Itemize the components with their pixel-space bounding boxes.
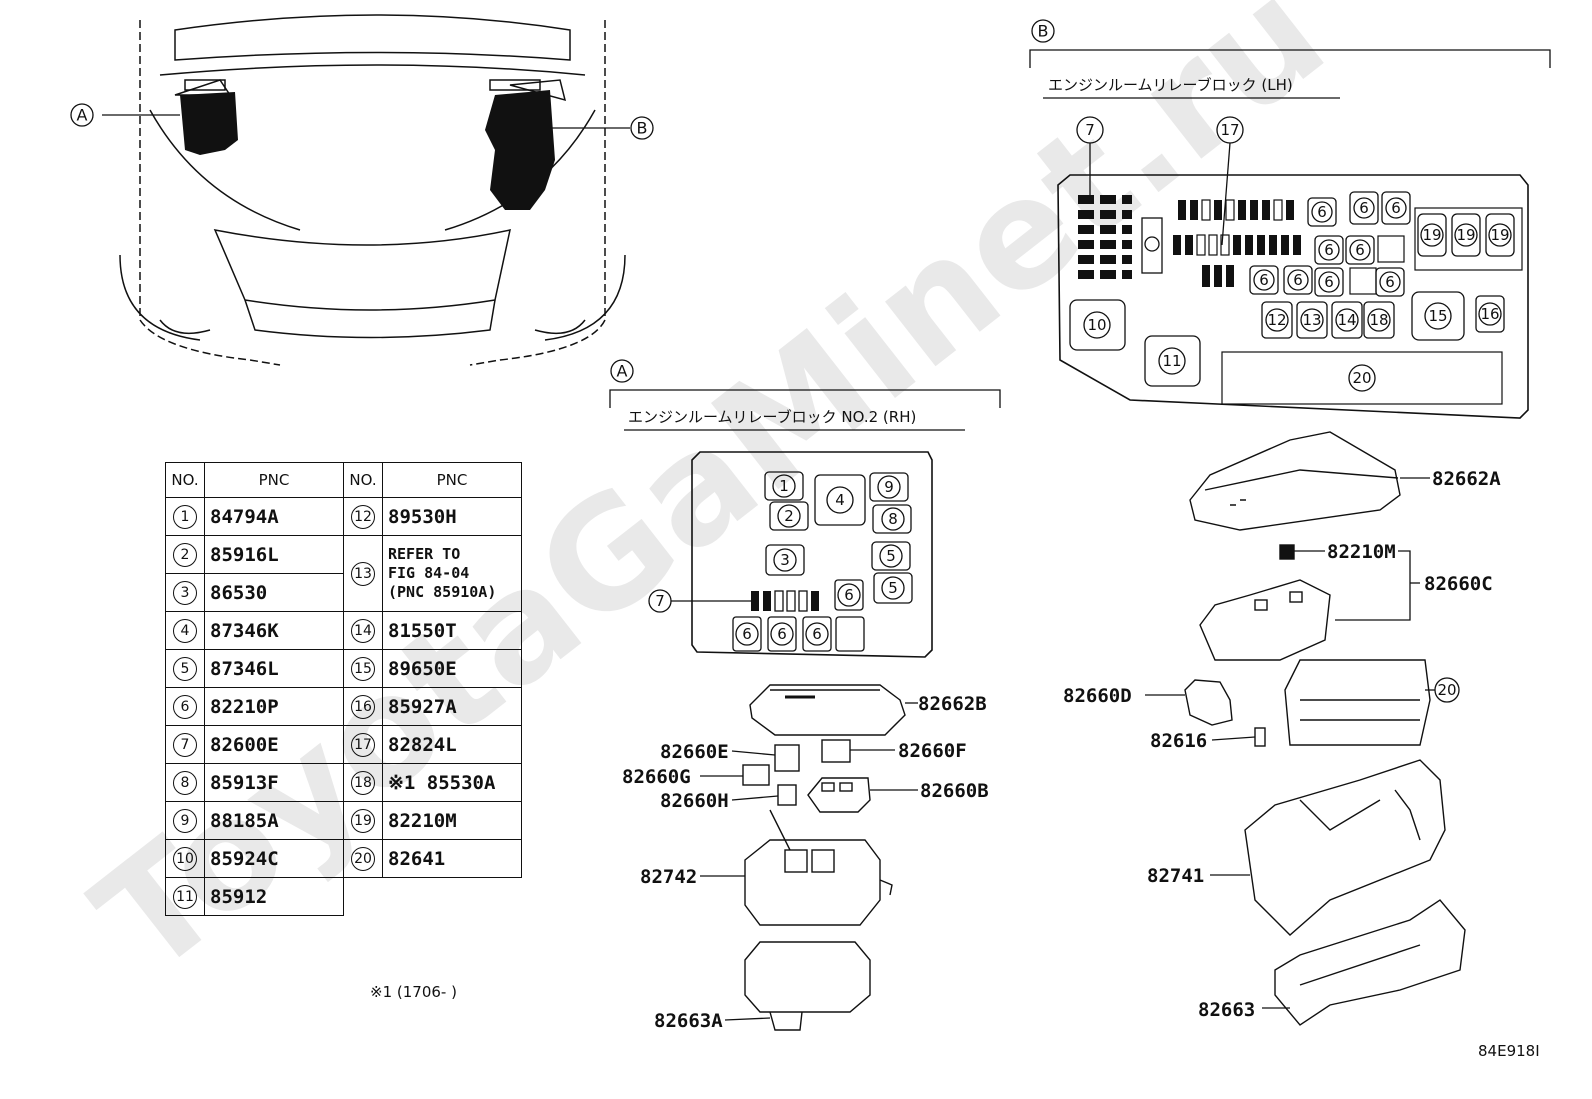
callout-82662B: 82662B [918, 693, 987, 715]
table-row: 5 87346L 15 89650E [165, 649, 522, 688]
table-row: 2 85916L 13 REFER TO FIG 84-04 (PNC 8591… [165, 535, 522, 612]
callout-82663: 82663 [1198, 999, 1255, 1021]
svg-text:20: 20 [1352, 369, 1371, 387]
svg-text:6: 6 [777, 625, 787, 643]
svg-text:6: 6 [1385, 273, 1395, 291]
svg-text:17: 17 [1220, 121, 1239, 139]
vehicle-front-view [119, 14, 626, 366]
figure-code: 84E918I [1478, 1042, 1540, 1060]
table-row: 9 88185A 19 82210M [165, 801, 522, 840]
svg-text:19: 19 [1422, 226, 1441, 244]
col-no-left: NO. [165, 462, 205, 498]
svg-text:6: 6 [1355, 241, 1365, 259]
svg-text:6: 6 [1359, 199, 1369, 217]
col-no-right: NO. [343, 462, 383, 498]
callout-82663A: 82663A [654, 1010, 723, 1032]
callout-b-circle [630, 116, 654, 140]
svg-text:7: 7 [1085, 121, 1095, 139]
block-a-exploded-parts [742, 684, 906, 1031]
pnc-table: NO. PNC NO. PNC 1 84794A 12 89530H 2 859… [165, 462, 522, 916]
footnote: ※1 (1706- ) [370, 983, 457, 1001]
svg-text:4: 4 [835, 491, 845, 509]
svg-text:16: 16 [1480, 305, 1499, 323]
svg-text:6: 6 [1317, 203, 1327, 221]
svg-text:6: 6 [1324, 241, 1334, 259]
svg-text:18: 18 [1369, 311, 1388, 329]
callout-82660G: 82660G [622, 766, 691, 788]
block-b-exploded-parts [1184, 431, 1466, 1026]
svg-text:13: 13 [1302, 311, 1321, 329]
callout-a-label: A [77, 106, 88, 125]
svg-text:5: 5 [886, 547, 896, 565]
relay-block-a-location [180, 92, 238, 155]
table-row: 11 85912 [165, 877, 522, 916]
svg-text:6: 6 [1391, 199, 1401, 217]
svg-text:9: 9 [884, 478, 894, 496]
relay-block-b-layout: 7 17 6 6 6 [1057, 116, 1529, 419]
svg-text:6: 6 [1293, 271, 1303, 289]
table-row: 8 85913F 18 ※1 85530A [165, 763, 522, 802]
callout-82660B: 82660B [920, 780, 989, 802]
svg-text:5: 5 [888, 579, 898, 597]
callout-a-circle [70, 103, 94, 127]
callout-82660C: 82660C [1424, 573, 1493, 595]
svg-text:8: 8 [888, 510, 898, 528]
table-row: 1 84794A 12 89530H [165, 497, 522, 536]
table-row: 10 85924C 20 82641 [165, 839, 522, 878]
table-row: 3 86530 [165, 573, 522, 612]
block-b-title: エンジンルームリレーブロック (LH) [1048, 76, 1293, 94]
col-pnc-right: PNC [382, 462, 522, 498]
view-a-marker: A [617, 362, 628, 381]
col-pnc-left: PNC [204, 462, 344, 498]
callout-82660H: 82660H [660, 790, 729, 812]
table-row: 4 87346K 14 81550T [165, 611, 522, 650]
svg-text:10: 10 [1087, 316, 1106, 334]
view-b-marker: B [1038, 22, 1049, 41]
relay-block-a-layout: 7 1 2 3 4 9 8 5 5 6 6 6 6 [648, 451, 933, 658]
table-row: 7 82600E 17 82824L [165, 725, 522, 764]
svg-text:7: 7 [655, 592, 665, 610]
callout-b-label: B [637, 119, 648, 138]
svg-text:6: 6 [812, 625, 822, 643]
svg-text:1: 1 [779, 477, 789, 495]
block-a-title: エンジンルームリレーブロック NO.2 (RH) [628, 408, 916, 426]
table-header-row: NO. PNC NO. PNC [165, 462, 522, 498]
svg-text:11: 11 [1162, 352, 1181, 370]
svg-text:6: 6 [844, 586, 854, 604]
callout-82616: 82616 [1150, 730, 1207, 752]
svg-text:19: 19 [1490, 226, 1509, 244]
svg-text:6: 6 [1324, 273, 1334, 291]
callout-82662A: 82662A [1432, 468, 1501, 490]
svg-text:12: 12 [1267, 311, 1286, 329]
callout-82660E: 82660E [660, 741, 729, 763]
svg-text:19: 19 [1456, 226, 1475, 244]
svg-text:6: 6 [742, 625, 752, 643]
callout-82741: 82741 [1147, 865, 1204, 887]
svg-text:14: 14 [1337, 311, 1356, 329]
svg-text:2: 2 [784, 507, 794, 525]
callout-82210M: 82210M [1327, 541, 1396, 563]
svg-text:6: 6 [1259, 271, 1269, 289]
callout-20: 20 [1437, 681, 1456, 699]
svg-text:3: 3 [780, 551, 790, 569]
svg-text:15: 15 [1428, 307, 1447, 325]
callout-82742: 82742 [640, 866, 697, 888]
callout-82660D: 82660D [1063, 685, 1132, 707]
table-row: 6 82210P 16 85927A [165, 687, 522, 726]
relay-block-b-location [485, 90, 555, 210]
callout-82660F: 82660F [898, 740, 967, 762]
